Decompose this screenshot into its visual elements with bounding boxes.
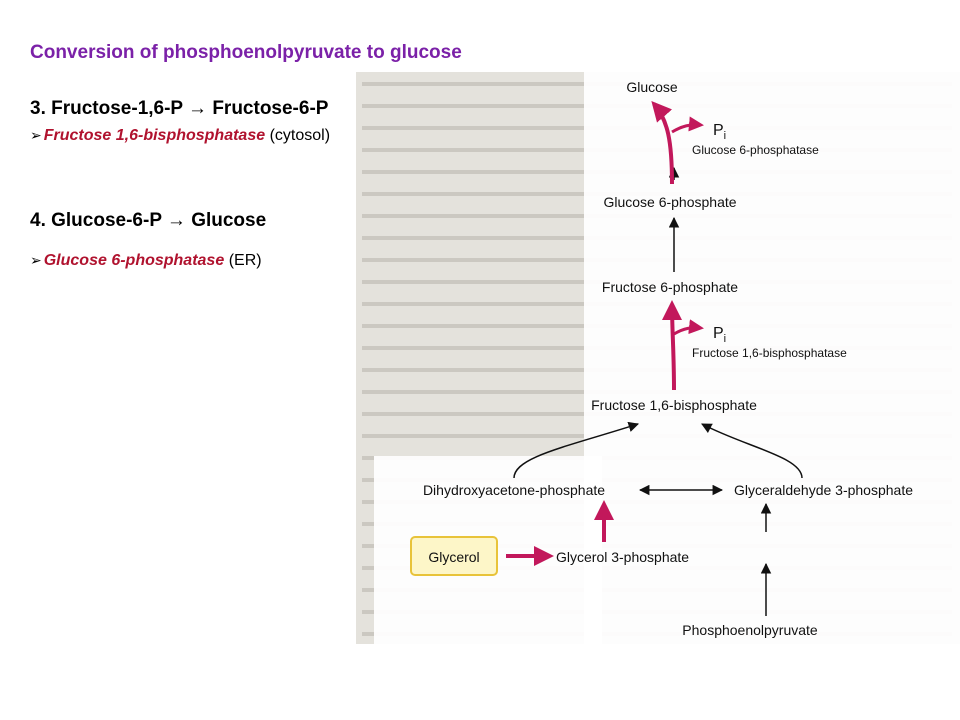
arrow-bullet-icon: ➢ bbox=[30, 127, 42, 143]
fructose-6-phosphate-label: Fructose 6-phosphate bbox=[602, 279, 738, 295]
glycerol-label: Glycerol bbox=[428, 549, 479, 565]
step-4-enzyme-line: ➢Glucose 6-phosphatase (ER) bbox=[30, 252, 262, 270]
glucose-6-phosphate-label: Glucose 6-phosphate bbox=[603, 194, 736, 210]
arrow-bullet-icon: ➢ bbox=[30, 252, 42, 268]
step-3-enzyme-line: ➢Fructose 1,6-bisphosphatase (cytosol) bbox=[30, 127, 330, 145]
glucose-6-phosphatase-label: Glucose 6-phosphatase bbox=[692, 143, 819, 157]
arrow-g6p-to-glucose bbox=[651, 100, 674, 185]
step-4-location: (ER) bbox=[228, 252, 262, 269]
arrow-pi-release-2 bbox=[673, 319, 704, 336]
arrow-g3p-to-fbp bbox=[701, 423, 803, 479]
glucose-label: Glucose bbox=[626, 79, 678, 95]
step-4-heading: 4. Glucose-6-P → Glucose bbox=[30, 210, 267, 231]
slide-title: Conversion of phosphoenolpyruvate to glu… bbox=[30, 42, 462, 63]
figure-panel bbox=[584, 72, 960, 644]
step-3-heading: 3. Fructose-1,6-P → Fructose-6-P bbox=[30, 98, 329, 119]
g3p-label: Glyceraldehyde 3-phosphate bbox=[734, 482, 913, 498]
arrow-dhap-to-fbp bbox=[513, 421, 640, 479]
phosphoenolpyruvate-label: Phosphoenolpyruvate bbox=[682, 622, 818, 638]
glycerol-box bbox=[410, 536, 498, 576]
pi-1-label: Pi bbox=[713, 122, 726, 142]
glycerol-3-phosphate-label: Glycerol 3-phosphate bbox=[556, 549, 689, 565]
dhap-label: Dihydroxyacetone-phosphate bbox=[423, 482, 605, 498]
pathway-diagram: Glucose Pi Glucose 6-phosphatase Glucose… bbox=[356, 72, 960, 644]
arrow-pi-release-1 bbox=[671, 116, 704, 134]
pi-2-label: Pi bbox=[713, 325, 726, 345]
fructose-bisphosphatase-label: Fructose 1,6-bisphosphatase bbox=[692, 346, 847, 360]
fructose-1-6-bisphosphate-label: Fructose 1,6-bisphosphate bbox=[591, 397, 757, 413]
step-3-enzyme: Fructose 1,6-bisphosphatase bbox=[43, 127, 266, 144]
arrow-fbp-to-f6p bbox=[662, 300, 683, 391]
step-4-enzyme: Glucose 6-phosphatase bbox=[43, 252, 225, 269]
step-3-location: (cytosol) bbox=[269, 127, 331, 144]
